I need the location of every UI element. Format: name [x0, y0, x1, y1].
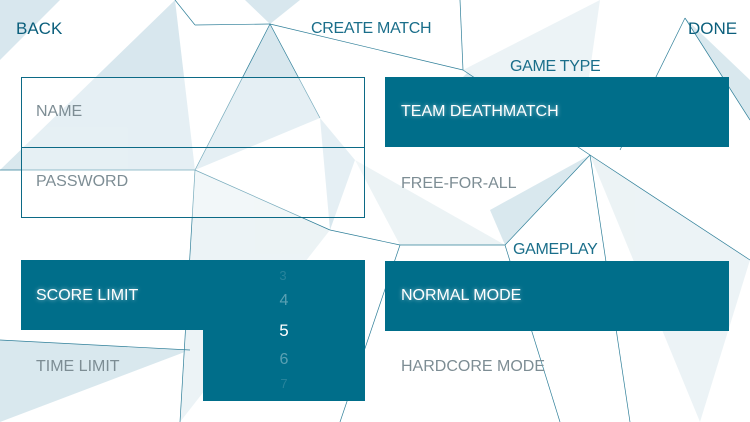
- option-free-for-all[interactable]: FREE-FOR-ALL: [401, 175, 517, 192]
- score-limit-picker[interactable]: 3 4 5 6 7: [203, 260, 365, 401]
- name-input[interactable]: NAME: [36, 103, 83, 120]
- option-hardcore-mode[interactable]: HARDCORE MODE: [401, 358, 546, 375]
- time-limit-option[interactable]: TIME LIMIT: [36, 358, 120, 375]
- picker-value[interactable]: 7: [280, 376, 288, 391]
- password-input[interactable]: PASSWORD: [36, 173, 129, 190]
- normal-mode-label: NORMAL MODE: [401, 287, 522, 304]
- picker-value[interactable]: 3: [279, 268, 287, 283]
- option-normal-mode[interactable]: [385, 261, 729, 331]
- score-limit-label: SCORE LIMIT: [36, 287, 139, 304]
- account-form: [21, 77, 365, 218]
- picker-value[interactable]: 4: [279, 292, 289, 309]
- game-type-label: GAME TYPE: [510, 58, 601, 75]
- page-title: CREATE MATCH: [311, 20, 432, 37]
- option-team-deathmatch[interactable]: [385, 77, 729, 147]
- team-deathmatch-label: TEAM DEATHMATCH: [401, 103, 559, 120]
- picker-value-selected[interactable]: 5: [279, 321, 289, 340]
- gameplay-label: GAMEPLAY: [513, 241, 598, 258]
- picker-value[interactable]: 6: [279, 351, 289, 368]
- back-button[interactable]: BACK: [16, 19, 63, 38]
- done-button[interactable]: DONE: [688, 19, 738, 38]
